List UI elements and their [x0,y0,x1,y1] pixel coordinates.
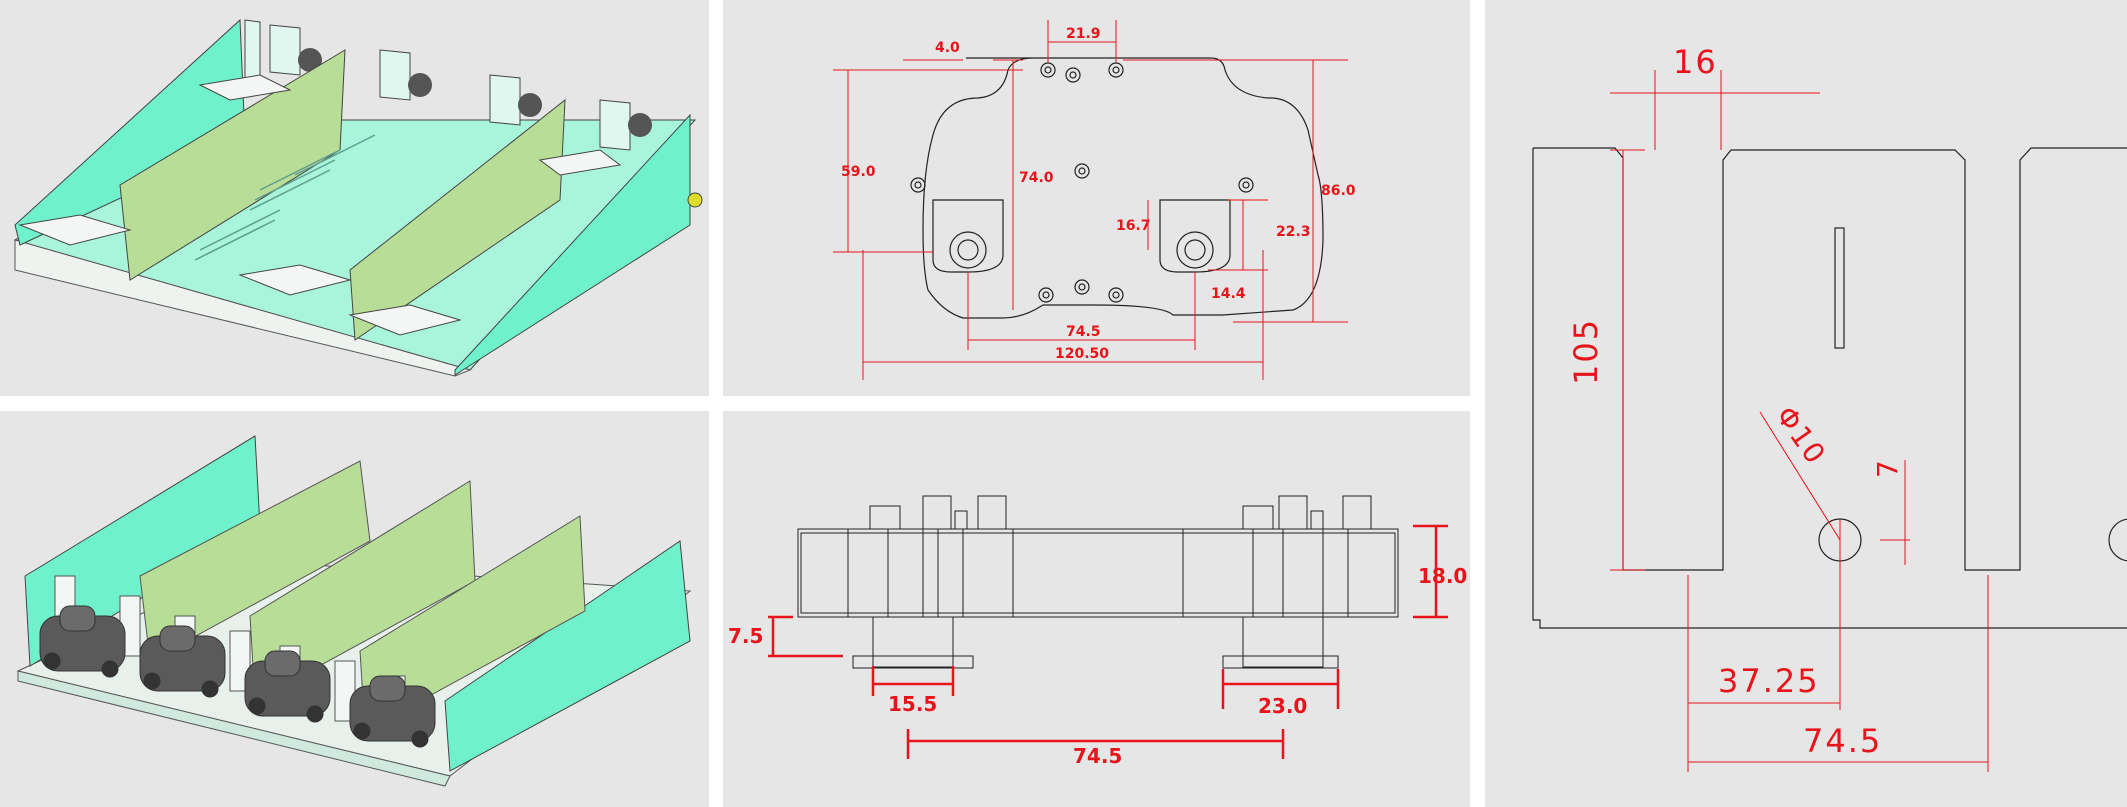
dim-22-3: 22.3 [1276,224,1311,240]
dim-14-4: 14.4 [1211,286,1246,302]
front-view-drawing: 4.0 21.9 59.0 74.0 86.0 16.7 22.3 14.4 7… [833,20,1356,380]
iso-top-drawing [13,18,703,377]
iso-bottom-drawing [16,435,692,787]
comb-outline [1532,147,2127,629]
right-rail [454,113,691,376]
mount-holes [910,62,1254,303]
dim-59-0: 59.0 [841,164,876,180]
dim-74-5: 74.5 [1066,324,1101,340]
dim-74-5: 74.5 [1803,722,1882,760]
right-rail [444,540,691,772]
front-view-panel: 4.0 21.9 59.0 74.0 86.0 16.7 22.3 14.4 7… [723,0,1470,396]
base-edge [17,670,451,787]
divider-1 [139,460,371,662]
pockets [932,199,1231,273]
carriers [18,74,622,336]
detail-view-panel: 16 105 Φ10 7 37.25 74.5 [1485,0,2127,807]
yellow-knob [687,192,703,208]
dim-86-0: 86.0 [1321,183,1356,199]
grip-1 [39,605,126,678]
dim-74-0: 74.0 [1019,170,1054,186]
dim-16: 16 [1673,43,1718,81]
dim-120-50: 120.50 [1055,346,1109,362]
dim-7: 7 [1871,458,1904,478]
dim-phi10: Φ10 [1769,400,1833,471]
detail-view-drawing: 16 105 Φ10 7 37.25 74.5 [1532,43,2127,772]
dimension-lines [833,20,1348,380]
side-body [797,495,1399,669]
dim-23-0: 23.0 [1258,694,1307,718]
side-view-panel: 18.0 7.5 15.5 23.0 74.5 [723,411,1470,807]
dim-37-25: 37.25 [1718,662,1820,700]
iso-top-panel [0,0,709,396]
dim-15-5: 15.5 [888,692,937,716]
iso-bottom-panel [0,411,709,807]
grip-4 [349,675,436,748]
grip-3 [244,650,331,723]
base-slots [194,134,376,261]
dim-4-0: 4.0 [935,40,960,56]
dim-16-7: 16.7 [1116,218,1151,234]
back-fins [244,19,631,151]
dim-74-5: 74.5 [1073,744,1122,768]
dim-105: 105 [1567,318,1605,385]
grip-2 [139,625,226,698]
front-strip [14,239,472,377]
dim-21-9: 21.9 [1066,26,1101,42]
dim-18-0: 18.0 [1418,564,1467,588]
back-knobs [298,48,652,137]
dimension-lines [1610,70,1989,772]
grip-parts [39,605,436,748]
dimension-lines [768,524,1448,759]
side-view-drawing: 18.0 7.5 15.5 23.0 74.5 [728,495,1467,768]
plate-outline [922,57,1324,319]
dim-7-5: 7.5 [728,624,763,648]
